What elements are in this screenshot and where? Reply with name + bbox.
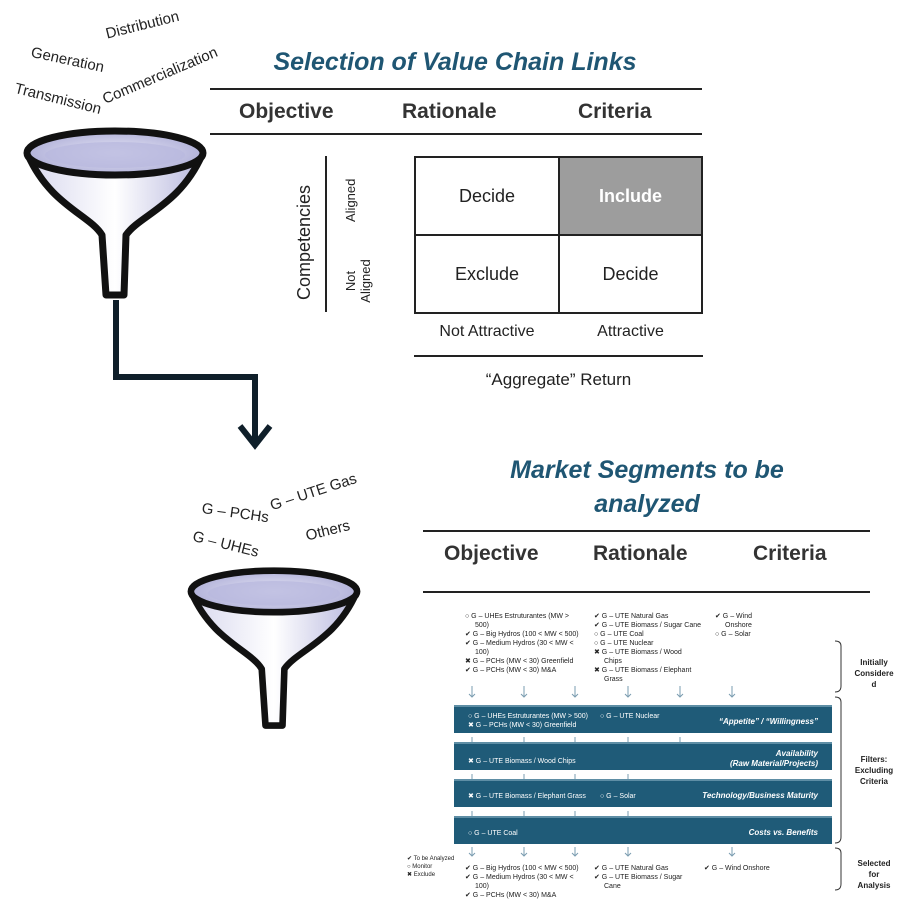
band-label: “Appetite” / “Willingness”: [718, 717, 818, 726]
side-brackets: [834, 640, 842, 891]
list-item: Chips: [604, 658, 622, 665]
band-label: (Raw Material/Projects): [729, 759, 818, 768]
list-item: ✖ G – UTE Biomass / Wood: [594, 649, 682, 656]
band-item: ○ G – UHEs Estruturantes (MW > 500): [468, 713, 588, 720]
legend-item: ○ Monitor: [407, 864, 433, 870]
band-item: ✖ G – UTE Biomass / Wood Chips: [468, 758, 576, 765]
list-item: ✔ G – Wind Onshore: [704, 865, 770, 872]
list-item: ✔ G – UTE Biomass / Sugar: [594, 874, 683, 881]
funnel-label-pchs: G – PCHs: [200, 500, 270, 527]
list-item: ✔ G – UTE Biomass / Sugar Cane: [594, 622, 702, 629]
list-item: 100): [475, 883, 490, 890]
list-item: ✔ G – PCHs (MW < 30) M&A: [465, 667, 557, 674]
initial-list-col2: ✔ G – UTE Natural Gas ✔ G – UTE Biomass …: [594, 612, 714, 684]
x-axis-line: [414, 355, 703, 357]
band-item: ○ G – UTE Nuclear: [600, 713, 660, 720]
list-item: ✔ G – UTE Natural Gas: [594, 865, 669, 872]
list-item: 500): [475, 622, 490, 629]
row-label-aligned: Aligned: [343, 178, 358, 222]
list-item: ○ G – UTE Nuclear: [594, 640, 654, 647]
list-item: Onshore: [725, 622, 752, 629]
funnel-label-transmission: Transmission: [12, 80, 104, 118]
section2-header-rationale: Rationale: [593, 542, 688, 565]
selected-list-col3: ✔ G – Wind Onshore: [704, 864, 804, 873]
list-item: ○ G – UHEs Estruturantes (MW >: [465, 613, 570, 620]
list-item: ✖ G – PCHs (MW < 30) Greenfield: [465, 658, 574, 665]
legend-item: ✔ To be Analyzed: [407, 856, 455, 862]
section2-header-objective: Objective: [444, 542, 539, 565]
band-item: ○ G – Solar: [600, 793, 636, 800]
filter-band-appetite: ○ G – UHEs Estruturantes (MW > 500) ✖ G …: [454, 705, 832, 733]
list-item: ✔ G – Big Hydros (100 < MW < 500): [465, 631, 579, 638]
y-axis-label: Competencies: [294, 184, 314, 300]
matrix-cell-decide-top: Decide: [414, 156, 560, 236]
funnel-label-generation: Generation: [29, 44, 106, 77]
initial-list-col1: ○ G – UHEs Estruturantes (MW > 500) ✔ G …: [465, 612, 595, 675]
list-item: ✔ G – UTE Natural Gas: [594, 613, 669, 620]
matrix-cell-decide-bottom: Decide: [558, 234, 703, 314]
list-item: ✔ G – PCHs (MW < 30) M&A: [465, 892, 557, 899]
list-item: ○ G – Solar: [715, 631, 751, 638]
x-axis-label: “Aggregate” Return: [485, 370, 632, 389]
col-label-not-attractive: Not Attractive: [439, 323, 535, 340]
filter-band-maturity: ✖ G – UTE Biomass / Elephant Grass ○ G –…: [454, 779, 832, 807]
section2-header-criteria: Criteria: [753, 542, 827, 565]
funnel-label-ute-gas: G – UTE Gas: [268, 470, 359, 515]
section1-header-rationale: Rationale: [402, 100, 497, 123]
funnel-label-commercialization: Commercialization: [100, 43, 221, 108]
list-item: ○ G – UTE Coal: [594, 631, 644, 638]
section2-header-bottom-rule: [423, 591, 870, 593]
funnel-icon-bottom: [187, 567, 361, 729]
funnel-icon-top: [23, 127, 207, 299]
band-item: ○ G – UTE Coal: [468, 830, 518, 837]
section1-header-criteria: Criteria: [578, 100, 652, 123]
band-item: ✖ G – UTE Biomass / Elephant Grass: [468, 793, 586, 800]
down-arrows-initial: [468, 686, 736, 698]
side-label-initial: Initially Considere d: [854, 658, 894, 689]
side-label-selected: Selected for Analysis: [857, 859, 891, 890]
list-item: ✖ G – UTE Biomass / Elephant: [594, 667, 692, 674]
section1-title: Selection of Value Chain Links: [273, 48, 637, 76]
col-label-attractive: Attractive: [597, 323, 664, 340]
list-item: ✔ G – Medium Hydros (30 < MW <: [465, 640, 574, 647]
section1-header-objective: Objective: [239, 100, 334, 123]
list-item: ✔ G – Medium Hydros (30 < MW <: [465, 874, 574, 881]
section2-title-line2: analyzed: [594, 490, 700, 518]
list-item: ✔ G – Big Hydros (100 < MW < 500): [465, 865, 579, 872]
selected-list-col2: ✔ G – UTE Natural Gas ✔ G – UTE Biomass …: [594, 864, 714, 891]
list-item: Grass: [604, 676, 623, 683]
matrix-cell-include: Include: [558, 156, 703, 236]
legend-item: ✖ Exclude: [407, 872, 436, 878]
band-label: Technology/Business Maturity: [702, 791, 818, 800]
band-label: Availability: [775, 749, 818, 758]
filter-band-availability: ✖ G – UTE Biomass / Wood Chips Availabil…: [454, 742, 832, 770]
legend: ✔ To be Analyzed ○ Monitor ✖ Exclude: [407, 855, 454, 879]
selected-list-col1: ✔ G – Big Hydros (100 < MW < 500) ✔ G – …: [465, 864, 595, 900]
funnel-label-others: Others: [304, 517, 352, 545]
funnel-label-uhes: G – UHEs: [190, 528, 261, 561]
section1-header-top-rule: [210, 88, 702, 90]
list-item: Cane: [604, 883, 621, 890]
band-label: Costs vs. Benefits: [748, 828, 818, 837]
section2-header-top-rule: [423, 530, 870, 532]
section2-title-line1: Market Segments to be: [510, 456, 784, 484]
band-item: ✖ G – PCHs (MW < 30) Greenfield: [468, 722, 577, 729]
down-arrows-band4: [468, 847, 736, 857]
initial-list-col3: ✔ G – Wind Onshore ○ G – Solar: [715, 612, 785, 639]
row-label-not-aligned: Not Aligned: [343, 259, 373, 303]
matrix-cell-exclude: Exclude: [414, 234, 560, 314]
list-item: ✔ G – Wind: [715, 613, 752, 620]
funnel-label-distribution: Distribution: [104, 7, 181, 43]
list-item: 100): [475, 649, 490, 656]
connector-arrow: [113, 300, 273, 450]
filter-band-costs: ○ G – UTE Coal Costs vs. Benefits: [454, 816, 832, 844]
section1-header-bottom-rule: [210, 133, 702, 135]
y-axis-line: [325, 156, 327, 312]
side-label-filters: Filters: Excluding Criteria: [854, 755, 894, 786]
